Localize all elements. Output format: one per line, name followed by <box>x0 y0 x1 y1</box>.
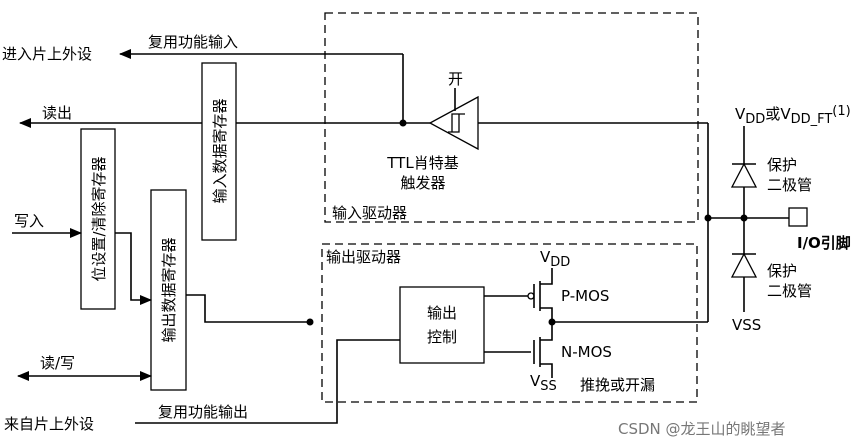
switch-on-label: 开 <box>448 70 463 88</box>
bit-set-reset-register-box <box>80 128 116 310</box>
vdd-supply-ddft: DD_FT <box>791 112 833 127</box>
nmos-label: N-MOS <box>561 343 612 361</box>
schmitt-trigger-symbol <box>428 95 479 151</box>
protect-bottom-label-2: 二极管 <box>767 282 812 300</box>
watermark: CSDN @龙王山的眺望者 <box>618 420 786 438</box>
bit-set-reset-register-label: 位设置/清除寄存器 <box>90 156 108 281</box>
output-control-label-1: 输出 <box>427 304 457 322</box>
junction-dot <box>399 119 407 127</box>
output-data-register-label: 输出数据寄存器 <box>160 237 178 342</box>
vdd-top-label: VDD <box>540 248 570 270</box>
output-control-box <box>399 286 485 364</box>
output-control-label-2: 控制 <box>427 328 457 346</box>
set-reset-to-odr-arrow <box>115 232 152 305</box>
push-pull-label: 推挽或开漏 <box>580 376 655 394</box>
from-peripheral-label: 来自片上外设 <box>4 415 94 433</box>
vss-right-label: VSS <box>732 316 761 334</box>
pmos-terminals <box>540 268 553 322</box>
alt-input-label: 复用功能输入 <box>148 33 238 51</box>
read-out-label: 读出 <box>42 104 72 122</box>
into-peripheral-label: 进入片上外设 <box>2 45 92 63</box>
protect-bottom-label-1: 保护 <box>767 262 797 280</box>
vdd-supply-v2: V <box>780 105 791 123</box>
read-write-label: 读/写 <box>40 354 75 372</box>
protection-diode-bottom-icon <box>730 252 758 278</box>
input-driver-region <box>324 12 699 223</box>
pmos-gate-bubble <box>527 292 535 300</box>
pmos-label: P-MOS <box>561 287 609 305</box>
ttl-schmitt-label-2: 触发器 <box>400 174 445 192</box>
mux-dot <box>306 318 314 326</box>
vdd-supply-or: 或 <box>765 105 780 123</box>
vss-left-main: V <box>530 372 541 390</box>
odr-output-wire <box>186 294 310 323</box>
vdd-top-main: V <box>540 248 551 266</box>
io-pin-label: I/O引脚 <box>797 234 851 252</box>
alt-output-label: 复用功能输出 <box>158 403 248 421</box>
io-pin-square <box>788 207 808 227</box>
hysteresis-icon <box>448 113 465 133</box>
output-driver-region <box>321 243 698 403</box>
vdd-supply-dd: DD <box>745 112 765 127</box>
write-in-label: 写入 <box>14 212 44 230</box>
protection-diode-top-icon <box>730 162 758 188</box>
nmos-terminals <box>540 322 553 378</box>
vdd-supply-note: (1) <box>832 104 850 119</box>
protect-top-label-1: 保护 <box>767 156 797 174</box>
vdd-top-sub: DD <box>550 255 570 270</box>
input-data-register-box <box>201 62 237 241</box>
output-driver-label: 输出驱动器 <box>326 248 401 266</box>
vdd-supply-label: VDD或VDD_FT(1) <box>735 104 851 127</box>
input-driver-label: 输入驱动器 <box>332 204 407 222</box>
output-data-register-box <box>150 189 187 391</box>
protect-top-label-2: 二极管 <box>767 176 812 194</box>
input-data-register-label: 输入数据寄存器 <box>211 98 229 203</box>
vdd-supply-v1: V <box>735 105 746 123</box>
vss-left-sub: SS <box>540 379 557 394</box>
vss-left-label: VSS <box>530 372 557 394</box>
ttl-schmitt-label-1: TTL肖特基 <box>386 154 458 172</box>
alt-output-wire <box>135 339 400 424</box>
